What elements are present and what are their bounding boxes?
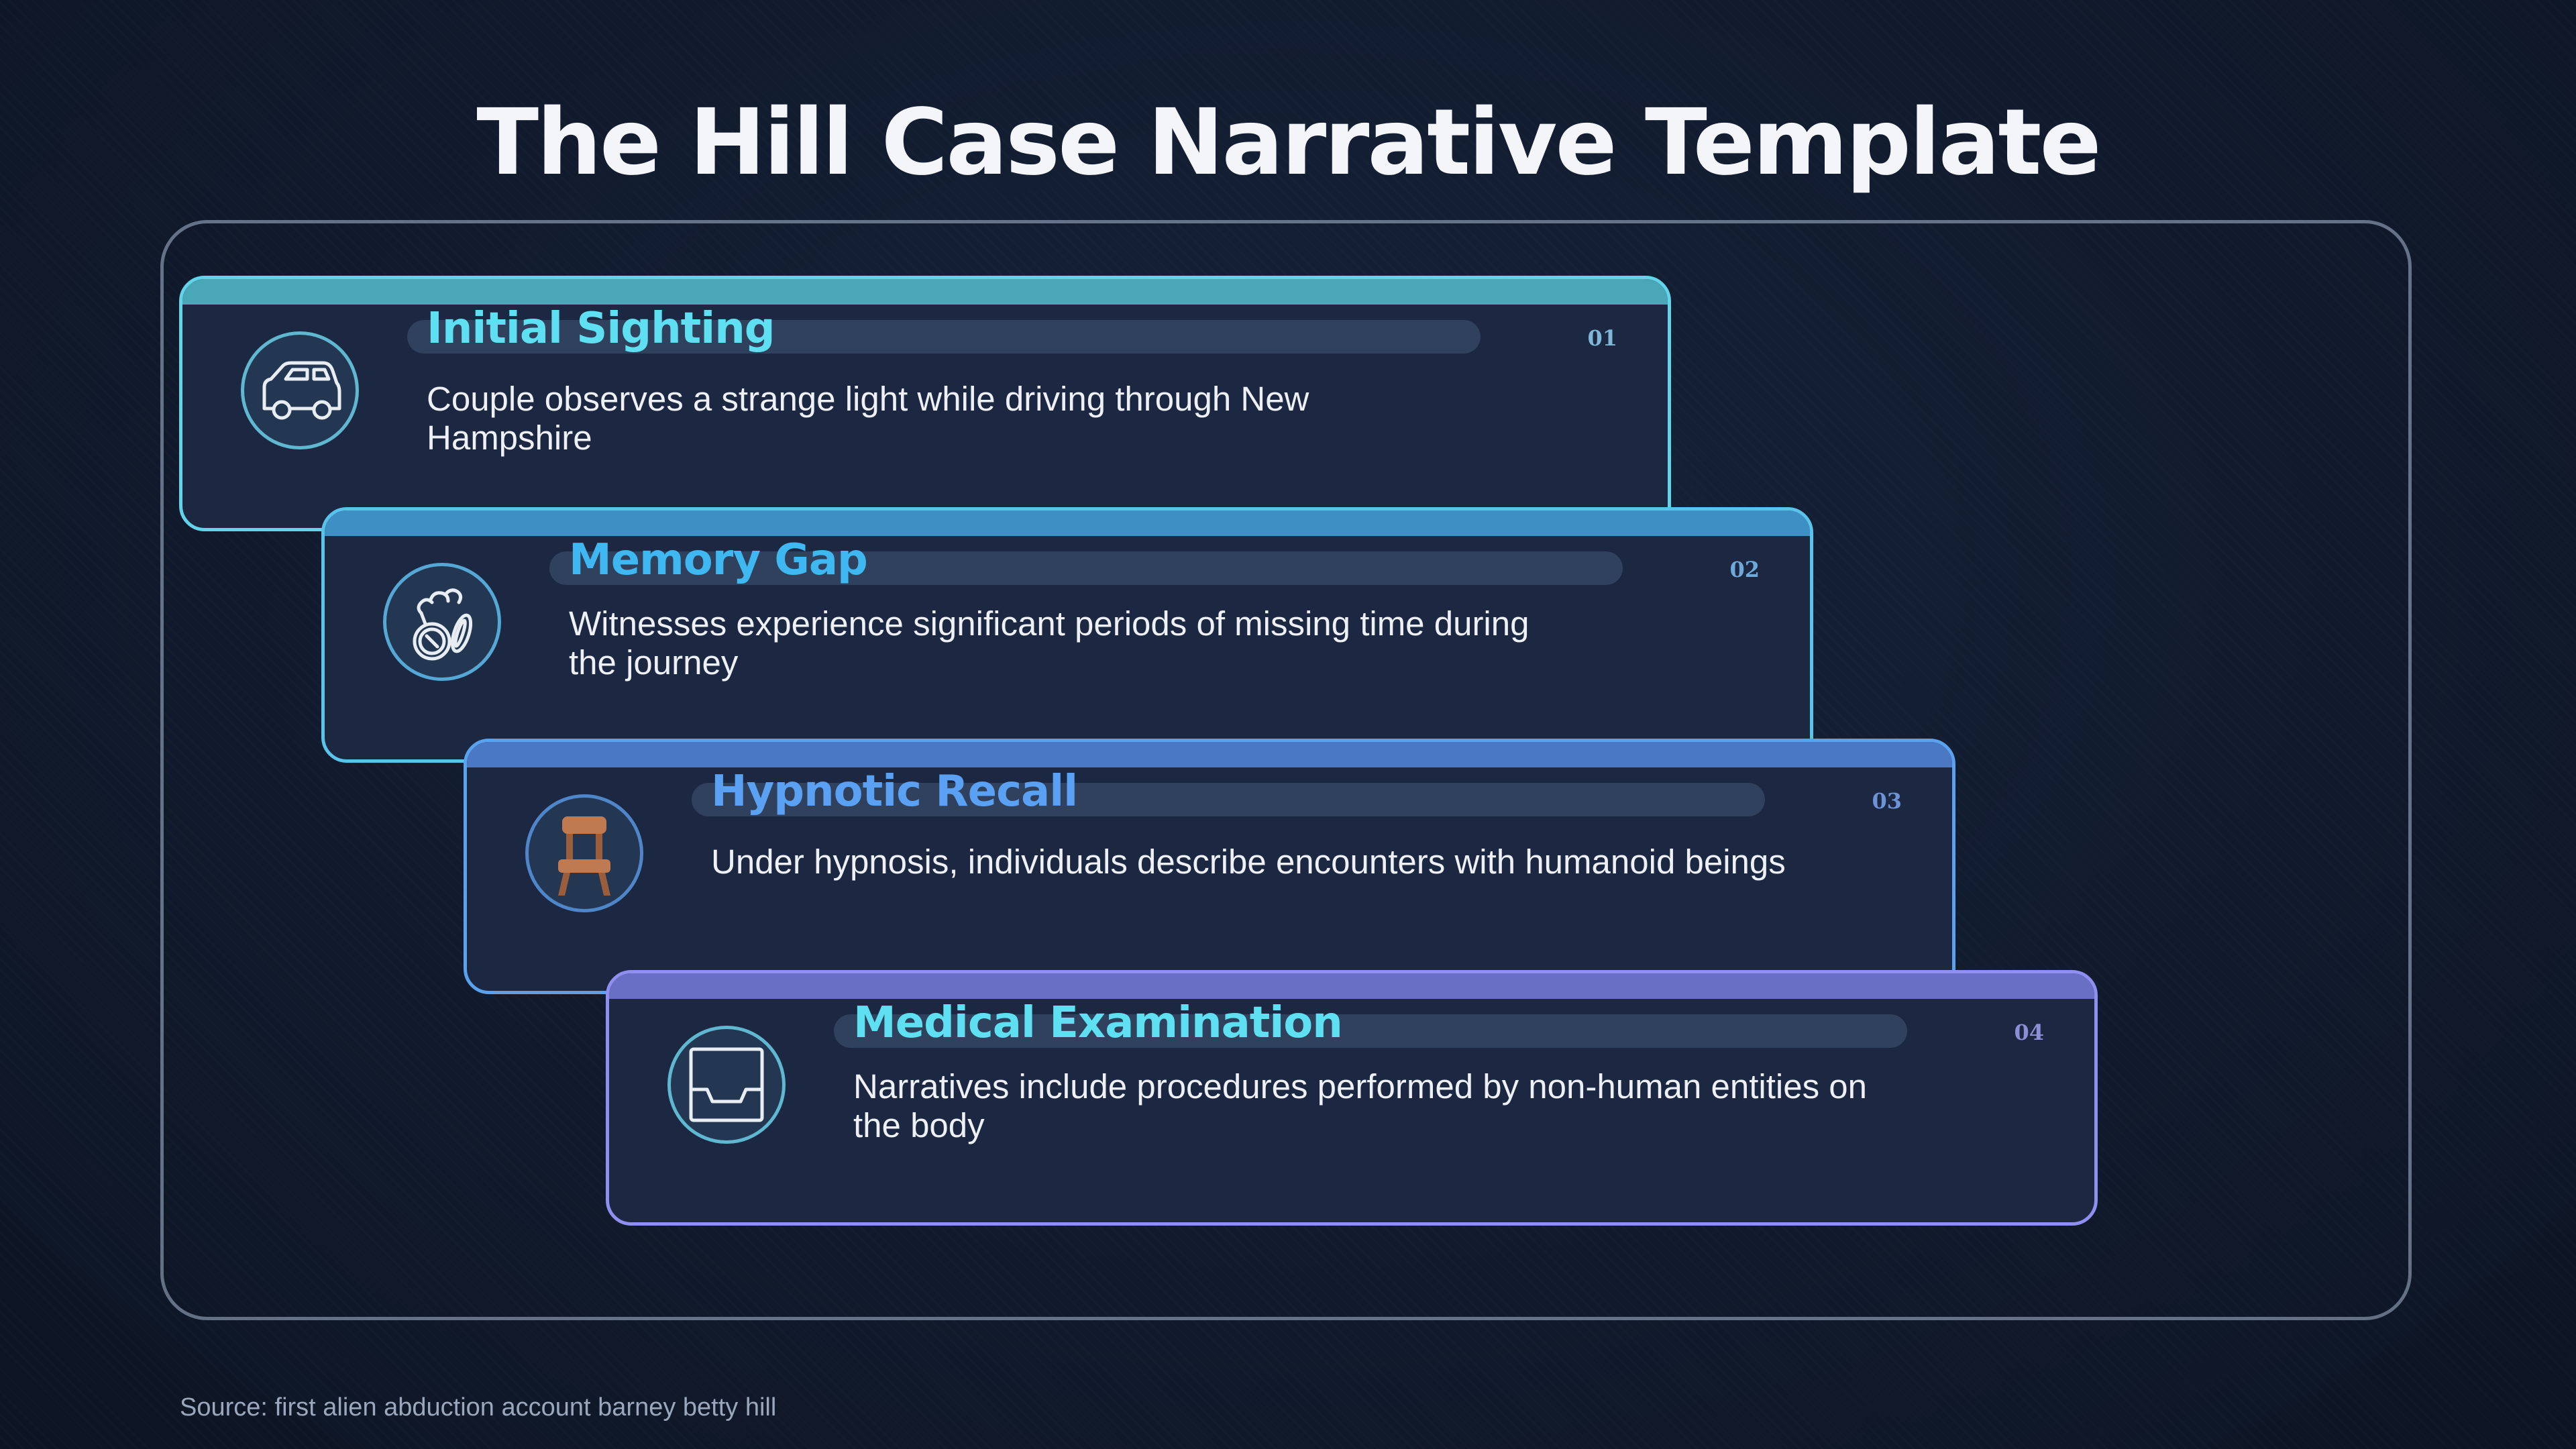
card-title-track xyxy=(407,320,1481,354)
step-card-initial-sighting: Initial Sighting Couple observes a stran… xyxy=(179,276,1671,531)
card-icon-badge xyxy=(667,1026,786,1144)
card-description: Under hypnosis, individuals describe enc… xyxy=(711,843,1786,881)
card-title-track xyxy=(692,783,1765,816)
content-frame xyxy=(160,220,2412,1320)
card-title: Medical Examination xyxy=(853,998,1343,1048)
card-description: Witnesses experience significant periods… xyxy=(569,604,1529,682)
card-icon-badge xyxy=(241,331,359,449)
page-title: The Hill Case Narrative Template xyxy=(476,90,2101,196)
card-number: 03 xyxy=(1872,788,1902,814)
card-title-track xyxy=(834,1014,1907,1048)
card-title: Hypnotic Recall xyxy=(711,767,1078,816)
step-card-memory-gap: Memory Gap Witnesses experience signific… xyxy=(321,507,1813,763)
card-number: 04 xyxy=(2014,1020,2044,1045)
chair-icon xyxy=(558,816,610,896)
step-card-medical-examination: Medical Examination Narratives include p… xyxy=(606,970,2098,1226)
tray-icon xyxy=(689,1047,764,1122)
card-top-bar xyxy=(609,973,2094,999)
card-description: Narratives include procedures performed … xyxy=(853,1067,1867,1144)
car-icon xyxy=(262,361,341,420)
card-description: Couple observes a strange light while dr… xyxy=(427,380,1309,457)
card-top-bar xyxy=(182,279,1668,305)
source-note: Source: first alien abduction account ba… xyxy=(180,1393,777,1421)
card-icon-badge xyxy=(383,563,501,681)
pocket-watch-icon xyxy=(413,588,473,661)
card-title: Memory Gap xyxy=(569,535,868,585)
card-number: 02 xyxy=(1729,557,1760,582)
card-top-bar xyxy=(325,511,1810,536)
card-icon-badge xyxy=(525,794,643,912)
card-title: Initial Sighting xyxy=(427,304,775,354)
card-top-bar xyxy=(467,742,1952,767)
step-card-hypnotic-recall: Hypnotic Recall Under hypnosis, individu… xyxy=(464,739,1955,994)
card-number: 01 xyxy=(1587,325,1617,351)
card-title-track xyxy=(549,551,1623,585)
